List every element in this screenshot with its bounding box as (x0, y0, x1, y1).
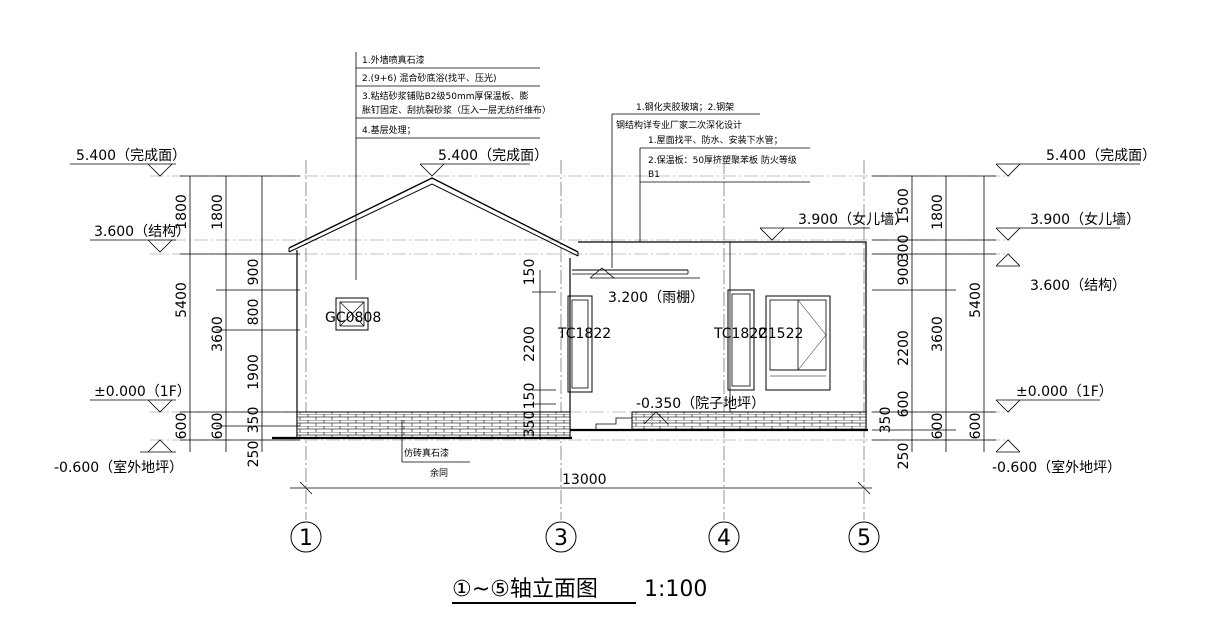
level-right-3: 3.600（结构） (1030, 278, 1126, 294)
svg-text:800: 800 (246, 299, 262, 326)
svg-text:余同: 余同 (430, 467, 448, 479)
svg-text:5400: 5400 (968, 282, 984, 318)
level-right-4: ±0.000（1F） (1016, 384, 1113, 400)
overall-dimension (290, 481, 872, 495)
label-gc0808: GC0808 (325, 310, 381, 326)
level-left-2: 3.600（结构） (94, 224, 190, 240)
svg-text:仿砖真石漆: 仿砖真石漆 (404, 447, 449, 459)
level-parapet: 3.900（女儿墙） (798, 211, 908, 228)
left-level-texts: 5.400（完成面） 3.600（结构） ±0.000（1F） -0.600（室… (54, 148, 191, 476)
svg-text:900: 900 (896, 259, 912, 286)
mid-level-markers (419, 163, 870, 425)
title-text: ①~⑤轴立面图 (452, 577, 598, 602)
axis-3-label: 3 (554, 526, 568, 551)
svg-text:900: 900 (246, 259, 262, 286)
note-box-right (611, 113, 810, 268)
level-left-4: -0.600（室外地坪） (54, 459, 183, 476)
left-dimension-lines (180, 175, 300, 452)
right-level-texts: 5.400（完成面） 3.900（女儿墙） 3.600（结构） ±0.000（1… (992, 148, 1156, 476)
svg-text:350: 350 (878, 407, 894, 434)
svg-text:1.钢化夹胶玻璃；2.钢架: 1.钢化夹胶玻璃；2.钢架 (636, 101, 734, 113)
svg-text:B1: B1 (648, 170, 660, 180)
note-texts-right: 1.钢化夹胶玻璃；2.钢架 钢结构详专业厂家二次深化设计 1.屋面找平、防水、安… (616, 101, 797, 180)
svg-text:600: 600 (930, 413, 946, 440)
svg-text:3600: 3600 (210, 316, 226, 352)
title-scale: 1:100 (644, 577, 707, 602)
svg-text:1800: 1800 (210, 194, 226, 230)
level-left-3: ±0.000（1F） (94, 384, 191, 400)
note-texts-left: 1.外墙喷真石漆 2.(9+6) 混合砂底浴(找平、压光) 3.粘结砂浆铺贴B2… (362, 54, 551, 136)
svg-text:600: 600 (174, 413, 190, 440)
svg-text:1500: 1500 (896, 188, 912, 224)
note-box-left (355, 52, 540, 280)
level-right-2: 3.900（女儿墙） (1030, 211, 1140, 228)
svg-text:5400: 5400 (174, 282, 190, 318)
overall-dimension-text: 13000 (562, 472, 607, 488)
level-ridge: 5.400（完成面） (438, 148, 548, 164)
svg-text:350: 350 (246, 407, 262, 434)
svg-text:600: 600 (896, 391, 912, 418)
label-c1522: C1522 (758, 326, 803, 342)
mid-dimension-texts: 150 2200 150 350 (522, 259, 538, 438)
window-labels: GC0808 TC1822 TC1822 C1522 (325, 310, 803, 342)
svg-text:600: 600 (210, 413, 226, 440)
svg-text:2.(9+6) 混合砂底浴(找平、压光): 2.(9+6) 混合砂底浴(找平、压光) (362, 72, 497, 84)
mid-dimension-lines (532, 270, 556, 440)
left-dimension-texts: 1800 5400 600 250 1800 900 800 3600 1900… (174, 194, 262, 467)
svg-text:1800: 1800 (174, 194, 190, 230)
right-dimension-texts: 1500 300 5400 600 250 1800 900 2200 3600… (878, 188, 984, 469)
base-notes: 仿砖真石漆 余同 (401, 420, 470, 479)
axis-4-label: 4 (717, 526, 731, 551)
svg-text:4.基层处理；: 4.基层处理； (362, 124, 416, 136)
svg-text:300: 300 (896, 235, 912, 262)
window-tc1822-left (567, 295, 593, 393)
axis-lines (305, 160, 865, 520)
svg-text:2200: 2200 (896, 330, 912, 366)
drawing-title: ①~⑤轴立面图 1:100 (452, 577, 707, 604)
right-level-markers (995, 163, 1140, 453)
svg-text:600: 600 (968, 413, 984, 440)
window-c1522 (765, 295, 831, 391)
axis-1-label: 1 (299, 526, 313, 551)
label-tc1822-right: TC1822 (713, 326, 767, 342)
svg-text:150: 150 (522, 383, 538, 410)
svg-text:3600: 3600 (930, 316, 946, 352)
svg-text:250: 250 (246, 441, 262, 468)
svg-text:1900: 1900 (246, 354, 262, 390)
svg-text:2.保温板：50厚挤塑聚苯板 防火等级: 2.保温板：50厚挤塑聚苯板 防火等级 (648, 154, 797, 166)
right-dimension-lines (872, 175, 996, 452)
level-canopy: 3.200（雨棚） (608, 290, 704, 306)
svg-text:250: 250 (896, 443, 912, 470)
svg-text:胀钉固定、刮抗裂砂浆（压入一层无纺纤维布）: 胀钉固定、刮抗裂砂浆（压入一层无纺纤维布） (362, 104, 551, 116)
mid-level-texts: 5.400（完成面） 3.900（女儿墙） 3.200（雨棚） -0.350（院… (438, 148, 908, 412)
svg-text:2200: 2200 (522, 326, 538, 362)
level-right-1: 5.400（完成面） (1046, 148, 1156, 164)
level-left-1: 5.400（完成面） (76, 148, 186, 164)
svg-text:1800: 1800 (930, 194, 946, 230)
level-yard: -0.350（院子地坪） (636, 396, 765, 412)
building-elevation (272, 177, 868, 440)
svg-text:1.外墙喷真石漆: 1.外墙喷真石漆 (362, 54, 425, 66)
axis-bubbles: 1 3 4 5 (290, 521, 880, 553)
svg-text:1.屋面找平、防水、安装下水管；: 1.屋面找平、防水、安装下水管； (648, 134, 783, 146)
svg-text:3.粘结砂浆铺贴B2级50mm厚保温板、膨: 3.粘结砂浆铺贴B2级50mm厚保温板、膨 (362, 90, 528, 102)
svg-text:350: 350 (522, 411, 538, 438)
svg-text:150: 150 (522, 259, 538, 286)
window-gc0808 (335, 297, 369, 331)
axis-5-label: 5 (857, 526, 871, 551)
level-right-5: -0.600（室外地坪） (992, 459, 1121, 476)
label-tc1822-left: TC1822 (557, 326, 611, 342)
left-level-markers (70, 163, 176, 453)
svg-text:钢结构详专业厂家二次深化设计: 钢结构详专业厂家二次深化设计 (616, 119, 742, 131)
window-tc1822-right (727, 289, 755, 391)
